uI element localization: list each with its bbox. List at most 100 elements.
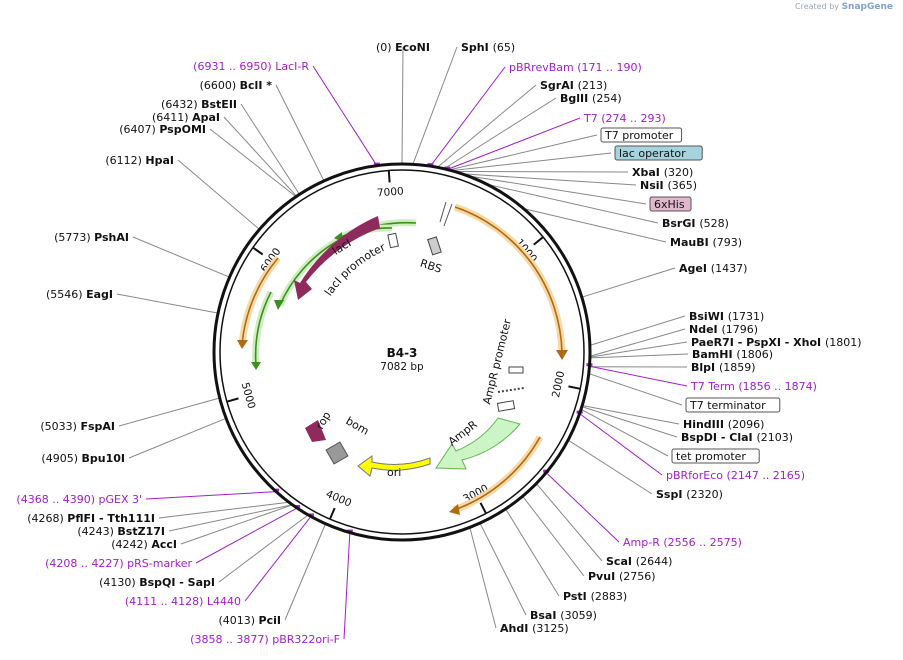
label-part: EcoNI xyxy=(395,41,430,54)
label-part: HindIII xyxy=(683,418,728,431)
label-part: (6112) xyxy=(105,154,145,167)
enzyme-label: SspI (2320) xyxy=(656,488,723,501)
label-part: (528) xyxy=(699,217,729,230)
label-part: (5546) xyxy=(46,288,86,301)
label-part: (4268) xyxy=(27,512,67,525)
label-part: (6931 .. 6950) xyxy=(193,60,275,73)
leader-line xyxy=(589,341,688,358)
feature-RBS: RBS xyxy=(418,236,443,276)
label-part: (4111 .. 4128) xyxy=(125,595,207,608)
label-part: Bpu10I xyxy=(82,452,126,465)
label-part: PshAI xyxy=(94,231,129,244)
primer-label: (4208 .. 4227) pRS-marker xyxy=(45,557,192,570)
enzyme-label: AgeI (1437) xyxy=(679,262,747,275)
label-part: BstZ17I xyxy=(117,525,165,538)
feature-box xyxy=(671,448,760,464)
label-part: (6407) xyxy=(119,123,159,136)
ori-arrow-shape xyxy=(357,455,431,477)
ruler-tick-label: 4000 xyxy=(324,488,353,510)
label-part: (4368 .. 4390) xyxy=(16,493,98,506)
label-part: (65) xyxy=(493,41,516,54)
leader-line xyxy=(145,491,277,500)
label-part: (365) xyxy=(667,179,697,192)
bom-box xyxy=(325,441,349,465)
feature-rop: rop xyxy=(305,409,334,442)
label-part: PstI xyxy=(563,590,591,603)
leader-line xyxy=(523,208,667,243)
enzyme-label: (5773) PshAI xyxy=(54,231,129,244)
green-arc-1-head xyxy=(274,300,284,310)
label-part: (4208 .. 4227) xyxy=(45,557,127,570)
enzyme-label: MauBI (793) xyxy=(670,236,742,249)
snapgene-brand: Created by SnapGene xyxy=(795,2,893,12)
leader-line xyxy=(275,84,325,182)
leader-line xyxy=(343,532,351,640)
label-part: NsiI xyxy=(640,179,667,192)
primer-label: (6931 .. 6950) LacI-R xyxy=(193,60,309,73)
leader-line xyxy=(581,267,676,298)
leader-line xyxy=(451,152,612,172)
promoter-mark-2000 xyxy=(508,366,524,374)
label-part: pRS-marker xyxy=(127,557,192,570)
leader-line xyxy=(579,413,663,476)
ruler-tick-label: 7000 xyxy=(377,185,405,199)
orf-arc-2-head xyxy=(449,504,460,515)
enzyme-label: HindIII (2096) xyxy=(683,418,764,431)
label-part: (5773) xyxy=(54,231,94,244)
label-part: ScaI xyxy=(606,555,636,568)
orf-arc-2-line xyxy=(453,436,541,511)
label-part: (4242) xyxy=(111,538,151,551)
label-part: BlpI xyxy=(691,361,719,374)
label-part: (6432) xyxy=(161,98,201,111)
label-part: PspOMI xyxy=(159,123,206,136)
enzyme-label: ScaI (2644) xyxy=(606,555,672,568)
ruler-tick xyxy=(226,397,239,403)
enzyme-label: (4013) PciI xyxy=(218,614,281,627)
leader-line xyxy=(177,159,260,230)
backbone-inner-ring xyxy=(219,169,585,535)
leader-line xyxy=(180,504,293,545)
feature-bom: bom xyxy=(325,414,371,465)
orf-arc-3-line xyxy=(241,257,279,346)
enzyme-label: SgrAI (213) xyxy=(540,79,607,92)
green-arc-3-head xyxy=(251,362,261,370)
leader-line xyxy=(589,315,686,346)
leader-line xyxy=(582,405,680,425)
leader-line xyxy=(209,128,297,198)
lacI-promoter-box xyxy=(387,232,399,249)
label-part: ApaI xyxy=(192,111,220,124)
enzyme-label: (4130) BspQI - SapI xyxy=(99,576,215,589)
leader-line xyxy=(118,397,220,427)
enzyme-label: PvuI (2756) xyxy=(588,570,656,583)
label-part: (0) xyxy=(376,41,395,54)
ruler-tick xyxy=(328,507,336,520)
enzyme-label: (6411) ApaI xyxy=(152,111,220,124)
label-part: SspI xyxy=(656,488,686,501)
label-part: BstEII xyxy=(201,98,237,111)
enzyme-label: BspDI - ClaI (2103) xyxy=(681,431,793,444)
label-leaders xyxy=(116,46,689,640)
label-part: (1859) xyxy=(719,361,756,374)
label-part: (1731) xyxy=(728,310,765,323)
leader-line xyxy=(284,523,327,621)
enzyme-label: BglII (254) xyxy=(560,92,622,105)
feature-ori: ori xyxy=(357,455,431,479)
ruler-tick-label: 5000 xyxy=(239,381,258,410)
enzyme-label: (0) EcoNI xyxy=(376,41,430,54)
label-part: (254) xyxy=(592,92,622,105)
plasmid-name: B4-3 xyxy=(387,346,418,360)
label-part: pGEX 3' xyxy=(98,493,142,506)
feature-box xyxy=(685,397,781,413)
label-part: BspQI - SapI xyxy=(139,576,215,589)
label-part: pBRforEco xyxy=(666,469,727,482)
enzyme-label: (6432) BstEII xyxy=(161,98,237,111)
label-part: (2103) xyxy=(756,431,793,444)
enzyme-label: (5546) EagI xyxy=(46,288,113,301)
rbs-label: RBS xyxy=(418,257,443,276)
label-part: XbaI xyxy=(632,166,664,179)
feature-box xyxy=(600,127,683,143)
enzyme-label: PstI (2883) xyxy=(563,590,627,603)
orf-arc-1-line xyxy=(454,206,563,354)
leader-line xyxy=(116,293,219,314)
